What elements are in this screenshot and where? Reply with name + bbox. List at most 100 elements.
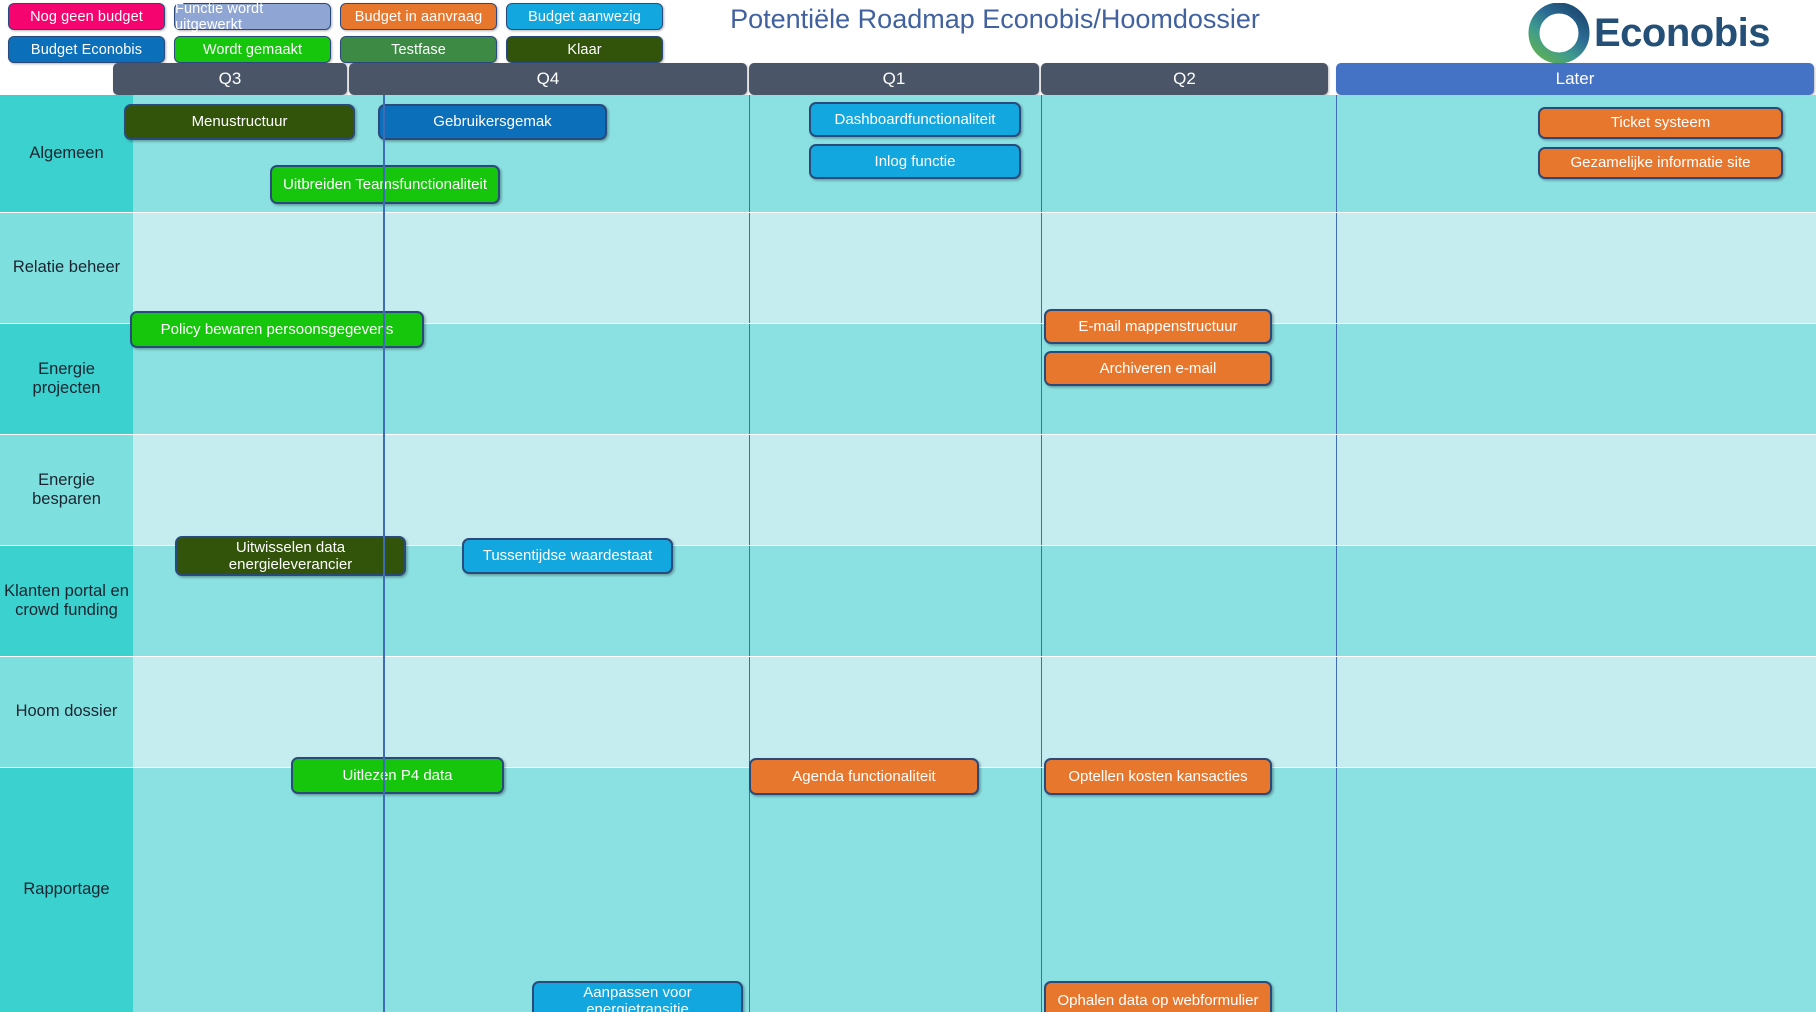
legend-chip[interactable]: Wordt gemaakt: [174, 36, 331, 63]
timeline-column-header-q1[interactable]: Q1: [749, 63, 1039, 95]
column-divider: [1336, 435, 1338, 545]
legend-chip-label: Budget aanwezig: [528, 8, 641, 25]
legend-chip[interactable]: Klaar: [506, 36, 663, 63]
row-label-text: Rapportage: [23, 880, 110, 899]
roadmap-task-bar[interactable]: Archiveren e-mail: [1044, 351, 1272, 386]
roadmap-task-label: Inlog functie: [874, 152, 956, 170]
row-lane-later: [1538, 657, 1816, 767]
timeline-column-label: Q1: [882, 69, 906, 88]
roadmap-task-label: Policy bewaren persoonsgegevens: [160, 320, 394, 338]
row-label-text: Relatie beheer: [12, 258, 121, 277]
roadmap-task-bar[interactable]: Agenda functionaliteit: [749, 758, 979, 795]
row-lane-later: [1538, 546, 1816, 656]
roadmap-task-bar[interactable]: Gebruikersgemak: [378, 104, 607, 140]
roadmap-row: Rapportage: [0, 768, 1816, 1012]
timeline-column-label: Q4: [536, 69, 560, 88]
row-label-text: Klanten portal en crowd funding: [4, 581, 129, 619]
roadmap-task-bar[interactable]: Policy bewaren persoonsgegevens: [130, 311, 424, 348]
legend-chip-label: Wordt gemaakt: [202, 41, 303, 58]
legend-chip-label: Functie wordt uitgewerkt: [175, 0, 264, 33]
roadmap-task-bar[interactable]: Uitbreiden Teamsfunctionaliteit: [270, 165, 500, 204]
roadmap-task-label: Aanpassen voor energietransitie: [583, 983, 692, 1012]
legend-chip-label: Nog geen budget: [30, 8, 143, 25]
roadmap-task-label: Ticket systeem: [1610, 114, 1711, 132]
timeline-column-header-later[interactable]: Later: [1336, 63, 1814, 95]
econobis-wordmark: Econobis: [1594, 10, 1771, 55]
roadmap-task-bar[interactable]: Tussentijdse waardestaat: [462, 538, 673, 574]
roadmap-task-bar[interactable]: Ophalen data op webformulier: [1044, 981, 1272, 1012]
roadmap-task-bar[interactable]: Aanpassen voor energietransitie: [532, 981, 743, 1012]
column-divider: [749, 213, 751, 323]
legend-chip-label: Budget Econobis: [30, 41, 143, 58]
today-marker-line: [383, 95, 385, 1012]
column-divider: [1041, 435, 1043, 545]
legend-chip[interactable]: Functie wordt uitgewerkt: [174, 0, 331, 33]
legend-chip-label: Budget in aanvraag: [354, 8, 483, 25]
row-label-text: Hoom dossier: [15, 702, 118, 721]
roadmap-task-label: Gebruikersgemak: [433, 113, 552, 131]
column-divider: [1336, 324, 1338, 434]
column-divider: [749, 324, 751, 434]
roadmap-task-label: Ophalen data op webformulier: [1057, 992, 1259, 1010]
column-divider: [1336, 95, 1338, 212]
legend-chip[interactable]: Budget Econobis: [8, 36, 165, 63]
roadmap-task-label: Uitbreiden Teamsfunctionaliteit: [282, 175, 487, 193]
row-label: Hoom dossier: [0, 657, 133, 767]
econobis-logo: Econobis: [1528, 2, 1814, 64]
row-label: Relatie beheer: [0, 213, 133, 323]
timeline-column-header-q2[interactable]: Q2: [1041, 63, 1328, 95]
roadmap-task-label: Uitwisselen data energieleverancier: [228, 538, 353, 573]
roadmap-task-bar[interactable]: Uitlezen P4 data: [291, 757, 504, 794]
column-divider: [749, 435, 751, 545]
roadmap-task-bar[interactable]: Gezamelijke informatie site: [1538, 147, 1783, 179]
row-label: Klanten portal en crowd funding: [0, 546, 133, 656]
row-lane-later: [1538, 324, 1816, 434]
row-label: Energie projecten: [0, 324, 133, 434]
column-divider: [1041, 213, 1043, 323]
legend-chip[interactable]: Budget in aanvraag: [340, 3, 497, 30]
row-label: Algemeen: [0, 95, 133, 212]
row-track: [133, 213, 1816, 323]
legend-chip-label: Testfase: [391, 41, 446, 58]
roadmap-task-bar[interactable]: Dashboardfunctionaliteit: [809, 102, 1021, 137]
timeline-column-header-q4[interactable]: Q4: [349, 63, 747, 95]
row-lane-later: [1538, 213, 1816, 323]
legend-row: Budget Econobis Wordt gemaakt Testfase Klaa…: [8, 36, 698, 63]
timeline-column-header-q3[interactable]: Q3: [113, 63, 347, 95]
row-track: [133, 768, 1816, 1012]
roadmap-task-label: Agenda functionaliteit: [792, 767, 936, 785]
column-divider: [749, 95, 751, 212]
roadmap-task-label: Archiveren e-mail: [1099, 359, 1217, 377]
row-lane-quarters: [133, 657, 1538, 767]
row-lane-quarters: [133, 435, 1538, 545]
roadmap-task-label: Uitlezen P4 data: [342, 766, 453, 784]
timeline-column-label: Q2: [1173, 69, 1196, 88]
row-lane-later: [1538, 768, 1816, 1012]
roadmap-task-bar[interactable]: Inlog functie: [809, 144, 1021, 179]
column-divider: [1041, 768, 1043, 1012]
roadmap-task-label: Optellen kosten kansacties: [1068, 767, 1248, 785]
legend-row: Nog geen budget Functie wordt uitgewerkt B…: [8, 0, 698, 33]
roadmap-task-bar[interactable]: Uitwisselen data energieleverancier: [175, 536, 406, 576]
legend-chip[interactable]: Nog geen budget: [8, 3, 165, 30]
roadmap-task-bar[interactable]: Ticket systeem: [1538, 107, 1783, 139]
page-title: Potentiële Roadmap Econobis/Hoomdossier: [730, 4, 1260, 34]
roadmap-task-bar[interactable]: E-mail mappenstructuur: [1044, 309, 1272, 344]
legend-chip[interactable]: Testfase: [340, 36, 497, 63]
timeline-column-label: Q3: [218, 69, 242, 88]
roadmap-task-label: Tussentijdse waardestaat: [482, 547, 653, 565]
row-lane-quarters: [133, 768, 1538, 1012]
roadmap-row: Hoom dossier: [0, 657, 1816, 767]
legend-chip[interactable]: Budget aanwezig: [506, 3, 663, 30]
roadmap-task-label: Gezamelijke informatie site: [1570, 154, 1751, 172]
roadmap-row: Relatie beheer: [0, 213, 1816, 323]
row-label: Rapportage: [0, 768, 133, 1012]
row-label-text: Algemeen: [29, 143, 104, 162]
roadmap-task-bar[interactable]: Menustructuur: [124, 104, 355, 140]
roadmap-task-bar[interactable]: Optellen kosten kansacties: [1044, 758, 1272, 795]
column-divider: [749, 768, 751, 1012]
column-divider: [749, 546, 751, 656]
row-track: [133, 657, 1816, 767]
